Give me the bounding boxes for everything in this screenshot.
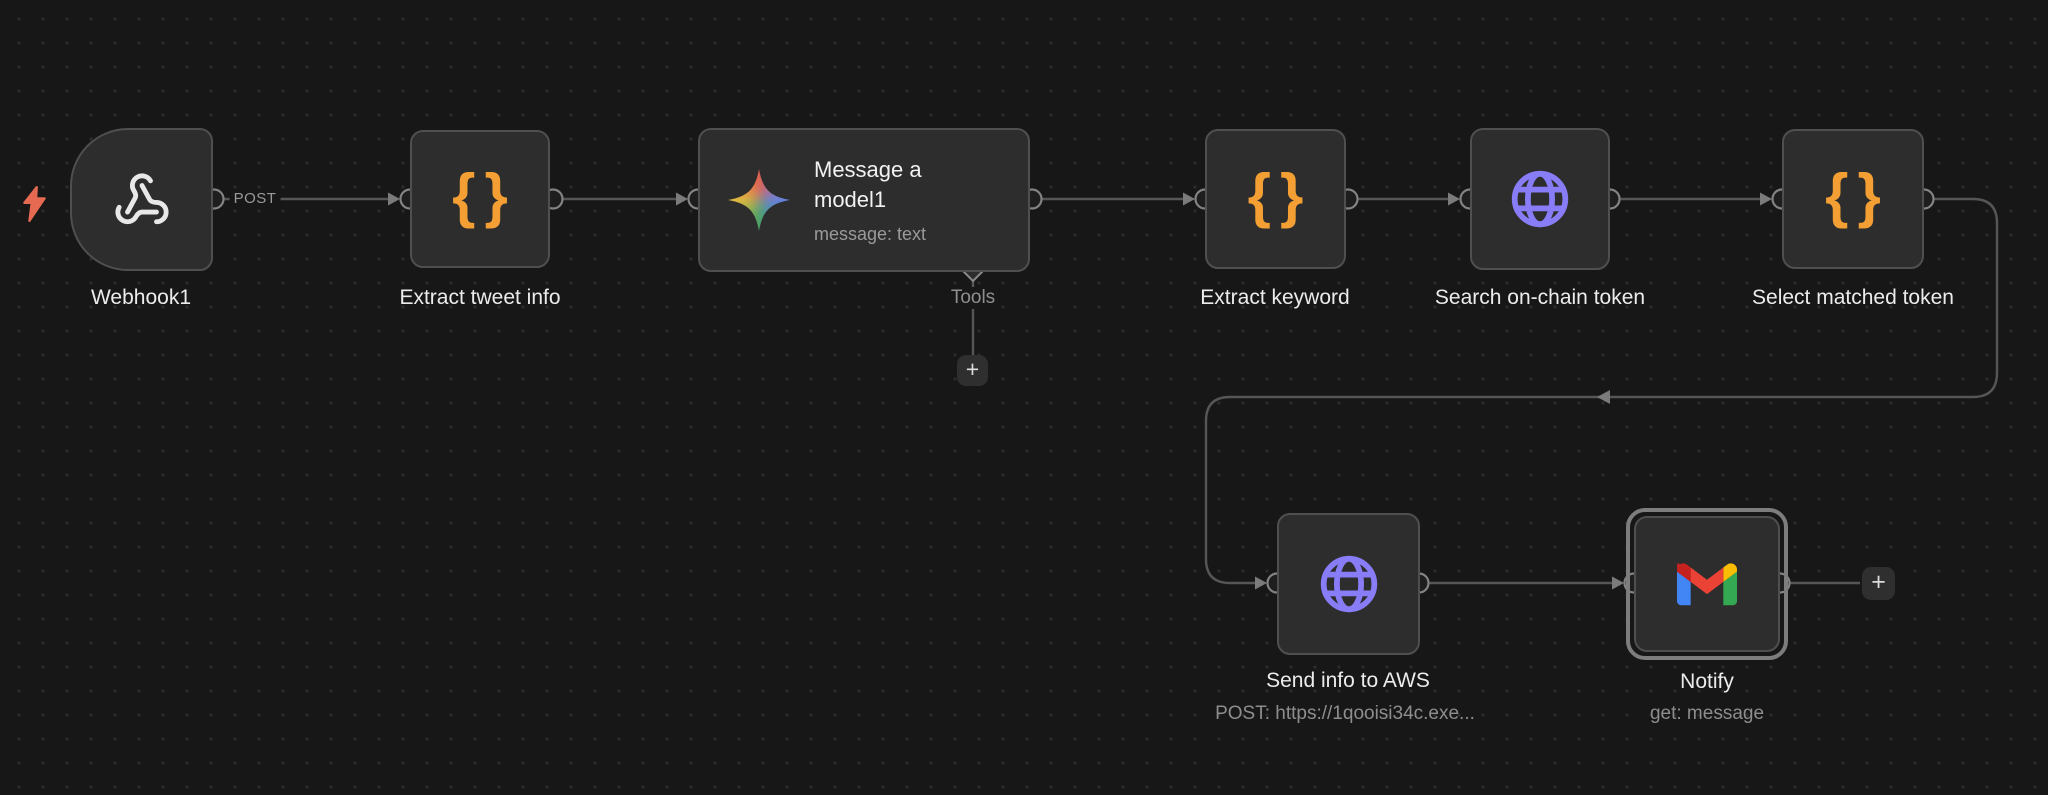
node-label-extract-tweet-info: Extract tweet info — [399, 286, 561, 309]
node-label-notify: Notify — [1680, 670, 1734, 693]
node-message-a-model[interactable]: Message a model1 message: text — [698, 128, 1030, 272]
globe-icon — [1320, 555, 1377, 613]
node-webhook[interactable] — [70, 128, 213, 271]
globe-icon — [1511, 170, 1569, 228]
node-label-send-info-to-aws: Send info to AWS — [1266, 669, 1430, 692]
node-extract-keyword[interactable]: {} — [1205, 129, 1346, 269]
webhook-output-label: POST — [229, 190, 281, 207]
node-label-select-matched-token: Select matched token — [1752, 286, 1954, 309]
code-braces-icon: {} — [1825, 162, 1881, 229]
webhook-icon — [114, 172, 169, 224]
node-send-info-to-aws[interactable] — [1277, 513, 1420, 655]
node-subtitle: message: text — [814, 224, 927, 244]
node-title: Message a model1 — [814, 157, 922, 212]
node-extract-tweet-info[interactable]: {} — [410, 130, 550, 268]
node-select-matched-token[interactable]: {} — [1782, 129, 1924, 269]
node-sublabel-notify: get: message — [1649, 703, 1765, 724]
ai-sparkle-icon — [728, 169, 790, 231]
code-braces-icon: {} — [452, 162, 508, 229]
node-label-webhook: Webhook1 — [90, 286, 192, 309]
lightning-bolt-icon — [23, 186, 46, 222]
add-tool-plus-button[interactable]: + — [957, 355, 988, 386]
node-sublabel-send-info-to-aws: POST: https://1qooisi34c.exe... — [1215, 703, 1475, 724]
gmail-icon — [1677, 563, 1737, 606]
node-label-search-on-chain-token: Search on-chain token — [1434, 286, 1646, 309]
add-node-plus-button[interactable]: + — [1862, 567, 1895, 600]
selection-ring — [1626, 508, 1788, 660]
node-search-on-chain-token[interactable] — [1470, 128, 1610, 270]
code-braces-icon: {} — [1247, 162, 1304, 229]
node-label-extract-keyword: Extract keyword — [1200, 286, 1350, 309]
node-notify[interactable] — [1634, 516, 1780, 652]
tools-port-label: Tools — [945, 287, 1001, 309]
